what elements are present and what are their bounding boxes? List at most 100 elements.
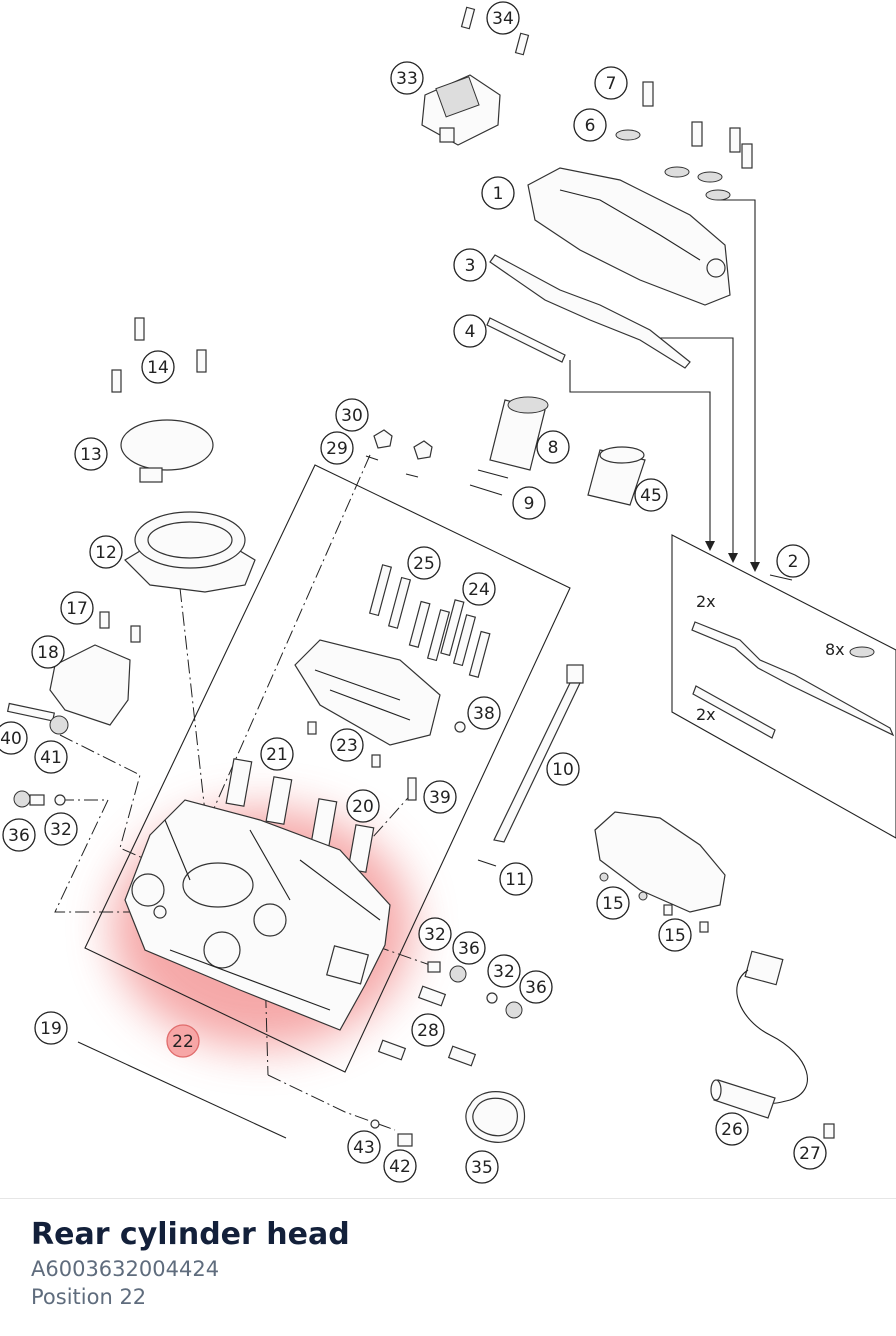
callout-circle <box>499 862 533 896</box>
callout-label: 18 <box>37 643 59 663</box>
callout-29[interactable]: 29 <box>320 431 354 465</box>
callout-43[interactable]: 43 <box>347 1130 381 1164</box>
callout-36[interactable]: 36 <box>2 818 36 852</box>
callout-circle <box>346 789 380 823</box>
callout-circle <box>594 66 628 100</box>
callout-34[interactable]: 34 <box>486 1 520 35</box>
callout-label: 28 <box>417 1021 439 1041</box>
callout-circle <box>44 812 78 846</box>
callout-circle <box>596 886 630 920</box>
callout-8[interactable]: 8 <box>536 430 570 464</box>
callout-32[interactable]: 32 <box>44 812 78 846</box>
callout-label: 7 <box>606 74 617 94</box>
callout-label: 30 <box>341 406 363 426</box>
callout-circle <box>320 431 354 465</box>
kit-qty-gasket-small: 2x <box>696 705 716 724</box>
callout-36-2[interactable]: 36 <box>452 931 486 965</box>
part-12-intake-flange <box>124 511 256 593</box>
callout-circle <box>486 1 520 35</box>
callout-22[interactable]: 22 <box>166 1024 200 1058</box>
callout-label: 2 <box>788 552 799 572</box>
callout-6[interactable]: 6 <box>573 108 607 142</box>
part-info-footer: Rear cylinder head A6003632004424 Positi… <box>0 1198 896 1336</box>
callout-42[interactable]: 42 <box>383 1149 417 1183</box>
callout-32-2[interactable]: 32 <box>418 917 452 951</box>
callout-label: 42 <box>389 1157 411 1177</box>
part-number: A6003632004424 <box>31 1257 220 1281</box>
callout-20[interactable]: 20 <box>346 789 380 823</box>
callout-13[interactable]: 13 <box>74 437 108 471</box>
callout-label: 17 <box>66 599 88 619</box>
callout-label: 23 <box>336 736 358 756</box>
callout-label: 21 <box>266 745 288 765</box>
callout-circle <box>467 696 501 730</box>
callout-2[interactable]: 2 <box>776 544 810 578</box>
callout-28[interactable]: 28 <box>411 1013 445 1047</box>
part-15-front-head-ghost <box>594 811 726 913</box>
callout-label: 34 <box>492 9 514 29</box>
callout-1[interactable]: 1 <box>481 176 515 210</box>
callout-24[interactable]: 24 <box>462 572 496 606</box>
callout-circle <box>34 1011 68 1045</box>
callout-32-3[interactable]: 32 <box>487 954 521 988</box>
callout-circle <box>452 931 486 965</box>
callout-circle <box>141 350 175 384</box>
callout-circle <box>260 737 294 771</box>
callout-25[interactable]: 25 <box>407 546 441 580</box>
callout-label: 12 <box>95 543 117 563</box>
callout-23[interactable]: 23 <box>330 728 364 762</box>
callout-circle <box>166 1024 200 1058</box>
part-22-rear-cylinder-head[interactable] <box>124 799 391 1031</box>
callout-17[interactable]: 17 <box>60 591 94 625</box>
callout-10[interactable]: 10 <box>546 752 580 786</box>
callout-18[interactable]: 18 <box>31 635 65 669</box>
callout-circle <box>481 176 515 210</box>
callout-19[interactable]: 19 <box>34 1011 68 1045</box>
callout-circle <box>546 752 580 786</box>
callout-label: 4 <box>465 322 476 342</box>
callout-circle <box>2 818 36 852</box>
callout-40[interactable]: 40 <box>0 721 28 755</box>
callout-3[interactable]: 3 <box>453 248 487 282</box>
callout-circle <box>793 1136 827 1170</box>
callout-circle <box>347 1130 381 1164</box>
callout-circle <box>418 917 452 951</box>
callout-39[interactable]: 39 <box>423 780 457 814</box>
callout-label: 36 <box>8 826 30 846</box>
callout-circle <box>512 486 546 520</box>
callout-label: 22 <box>172 1032 194 1052</box>
kit-qty-seal-small: 8x <box>825 640 845 659</box>
callout-33[interactable]: 33 <box>390 61 424 95</box>
callout-15[interactable]: 15 <box>596 886 630 920</box>
callout-36-3[interactable]: 36 <box>519 970 553 1004</box>
callout-9[interactable]: 9 <box>512 486 546 520</box>
callout-26[interactable]: 26 <box>715 1112 749 1146</box>
callout-27[interactable]: 27 <box>793 1136 827 1170</box>
callout-11[interactable]: 11 <box>499 862 533 896</box>
callout-circle <box>407 546 441 580</box>
callout-circle <box>89 535 123 569</box>
callout-45[interactable]: 45 <box>634 478 668 512</box>
callout-circle <box>776 544 810 578</box>
callout-30[interactable]: 30 <box>335 398 369 432</box>
callout-circle <box>573 108 607 142</box>
callout-41[interactable]: 41 <box>34 740 68 774</box>
part-45-filter <box>587 446 646 506</box>
callout-circle <box>453 314 487 348</box>
callout-15-2[interactable]: 15 <box>658 918 692 952</box>
callout-12[interactable]: 12 <box>89 535 123 569</box>
callout-label: 41 <box>40 748 62 768</box>
callout-4[interactable]: 4 <box>453 314 487 348</box>
callout-35[interactable]: 35 <box>465 1150 499 1184</box>
callout-21[interactable]: 21 <box>260 737 294 771</box>
part-title: Rear cylinder head <box>31 1217 350 1252</box>
callout-label: 29 <box>326 439 348 459</box>
callout-label: 43 <box>353 1138 375 1158</box>
callout-38[interactable]: 38 <box>467 696 501 730</box>
callout-14[interactable]: 14 <box>141 350 175 384</box>
callout-7[interactable]: 7 <box>594 66 628 100</box>
callout-label: 27 <box>799 1144 821 1164</box>
callout-circle <box>60 591 94 625</box>
callout-circle <box>487 954 521 988</box>
